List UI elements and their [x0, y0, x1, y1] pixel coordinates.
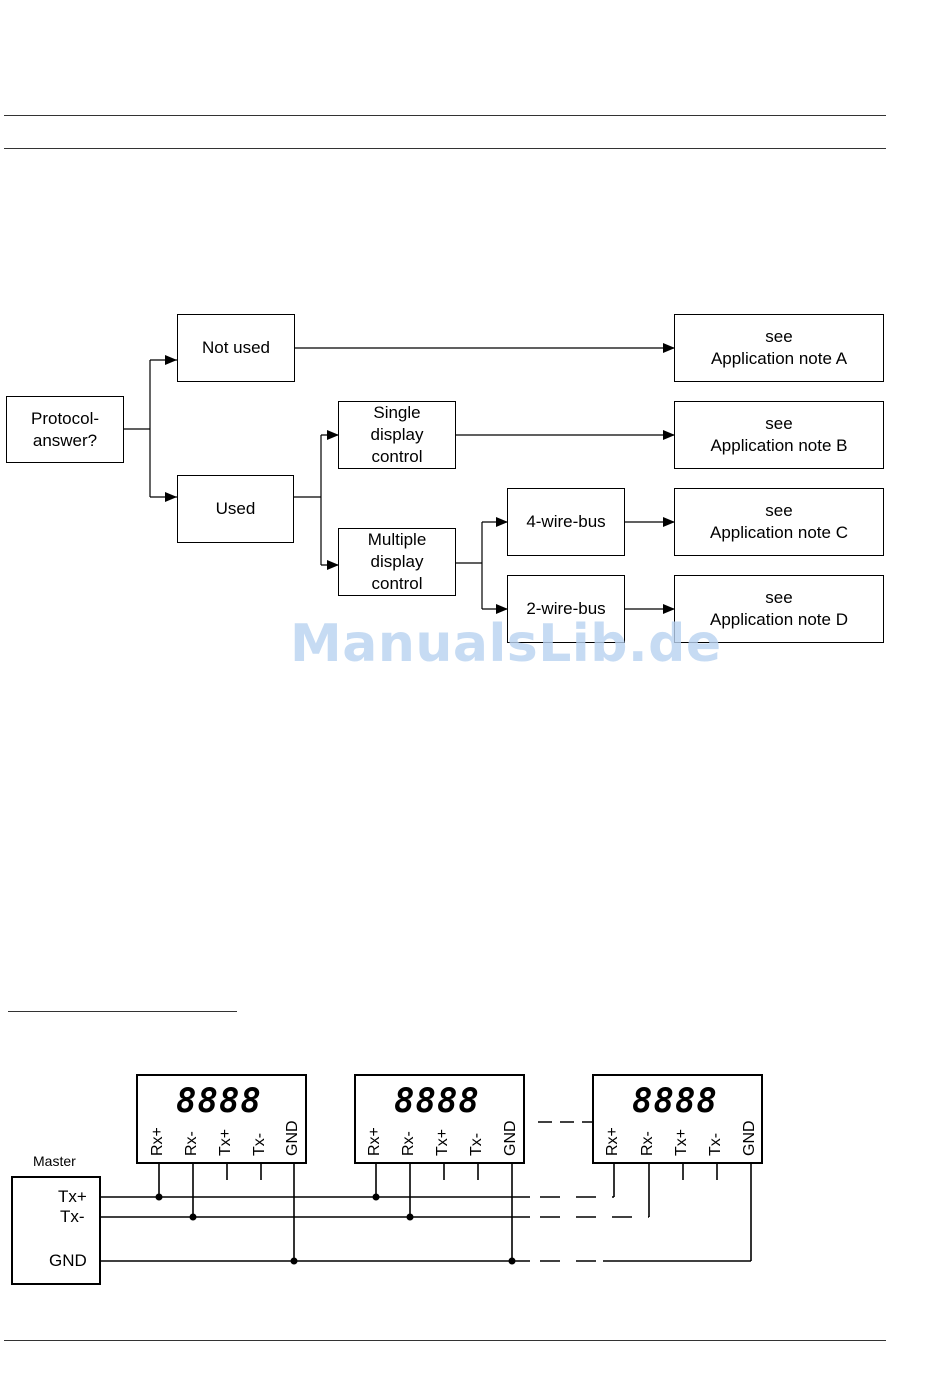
four-wire-label: 4-wire-bus [526, 512, 606, 531]
watermark: ManualsLib.de [290, 614, 722, 674]
not-used-label: Not used [201, 338, 271, 357]
pin-rx-plus: Rx+ [366, 1110, 387, 1156]
note-c-box: see Application note C [674, 488, 884, 556]
note-d-line-2: Application note D [710, 610, 848, 629]
not-used-box: Not used [177, 314, 295, 382]
section-rule [8, 1011, 237, 1012]
pin-tx-plus: Tx+ [217, 1110, 238, 1156]
pin-label: GND [284, 1120, 301, 1156]
pin-rx-minus: Rx- [400, 1110, 421, 1156]
pin-rx-minus: Rx- [183, 1110, 204, 1156]
note-a-box: see Application note A [674, 314, 884, 382]
pin-label: Rx- [183, 1131, 200, 1156]
multiple-line-3: control [371, 574, 423, 593]
seven-segment-readout: 8888 [176, 1081, 262, 1121]
seven-segment-readout: 8888 [394, 1081, 480, 1121]
pin-label: Tx- [468, 1132, 485, 1156]
protocol-line-1: Protocol- [30, 408, 100, 428]
two-wire-bus-box: 2-wire-bus [507, 575, 625, 643]
display-unit-3: 8888 Rx+ Rx- Tx+ Tx- GND [592, 1074, 763, 1164]
protocol-line-2: answer? [32, 430, 98, 450]
pin-tx-minus: Tx- [707, 1110, 728, 1156]
single-line-1: Single [373, 403, 421, 422]
multiple-display-box: Multiple display control [338, 528, 456, 596]
pin-label: Rx+ [149, 1127, 166, 1156]
pin-label: Tx+ [217, 1128, 234, 1156]
pin-label: Tx- [707, 1132, 724, 1156]
note-c-line-1: see [765, 501, 793, 520]
protocol-answer-box: Protocol- answer? [6, 396, 124, 463]
note-a-line-2: Application note A [710, 349, 848, 368]
pin-label: Rx- [639, 1131, 656, 1156]
note-b-box: see Application note B [674, 401, 884, 469]
two-wire-label: 2-wire-bus [526, 599, 606, 618]
master-box [11, 1176, 101, 1285]
four-wire-bus-box: 4-wire-bus [507, 488, 625, 556]
pin-label: Rx- [400, 1131, 417, 1156]
pin-gnd: GND [502, 1110, 523, 1156]
pin-rx-minus: Rx- [639, 1110, 660, 1156]
display-unit-2: 8888 Rx+ Rx- Tx+ Tx- GND [354, 1074, 525, 1164]
pin-rx-plus: Rx+ [149, 1110, 170, 1156]
pin-tx-plus: Tx+ [673, 1110, 694, 1156]
used-box: Used [177, 475, 294, 543]
pin-label: Rx+ [366, 1127, 383, 1156]
note-b-line-1: see [765, 414, 793, 433]
multiple-line-2: display [370, 552, 424, 571]
pin-label: Tx- [251, 1132, 268, 1156]
master-pin-tx-plus: Tx+ [58, 1187, 87, 1206]
pin-label: Tx+ [673, 1128, 690, 1156]
note-c-line-2: Application note C [710, 523, 848, 542]
note-a-line-1: see [765, 327, 793, 346]
header-rule-bottom [4, 148, 886, 149]
pin-tx-plus: Tx+ [434, 1110, 455, 1156]
seven-segment-readout: 8888 [632, 1081, 718, 1121]
pin-gnd: GND [284, 1110, 305, 1156]
pin-tx-minus: Tx- [251, 1110, 272, 1156]
single-line-3: control [371, 447, 423, 466]
display-unit-1: 8888 Rx+ Rx- Tx+ Tx- GND [136, 1074, 307, 1164]
pin-label: Rx+ [604, 1127, 621, 1156]
single-line-2: display [370, 425, 424, 444]
note-b-line-2: Application note B [710, 436, 848, 455]
used-label: Used [215, 499, 256, 518]
note-d-line-1: see [765, 588, 793, 607]
pin-label: Tx+ [434, 1128, 451, 1156]
pin-label: GND [502, 1120, 519, 1156]
pin-tx-minus: Tx- [468, 1110, 489, 1156]
master-pin-gnd: GND [49, 1251, 87, 1270]
footer-rule [4, 1340, 886, 1341]
master-pin-tx-minus: Tx- [60, 1207, 85, 1226]
master-label: Master [33, 1153, 76, 1169]
header-rule-top [4, 115, 886, 116]
note-d-box: see Application note D [674, 575, 884, 643]
multiple-line-1: Multiple [367, 530, 427, 549]
pin-gnd: GND [741, 1110, 762, 1156]
pin-label: GND [741, 1120, 758, 1156]
pin-rx-plus: Rx+ [604, 1110, 625, 1156]
single-display-box: Single display control [338, 401, 456, 469]
